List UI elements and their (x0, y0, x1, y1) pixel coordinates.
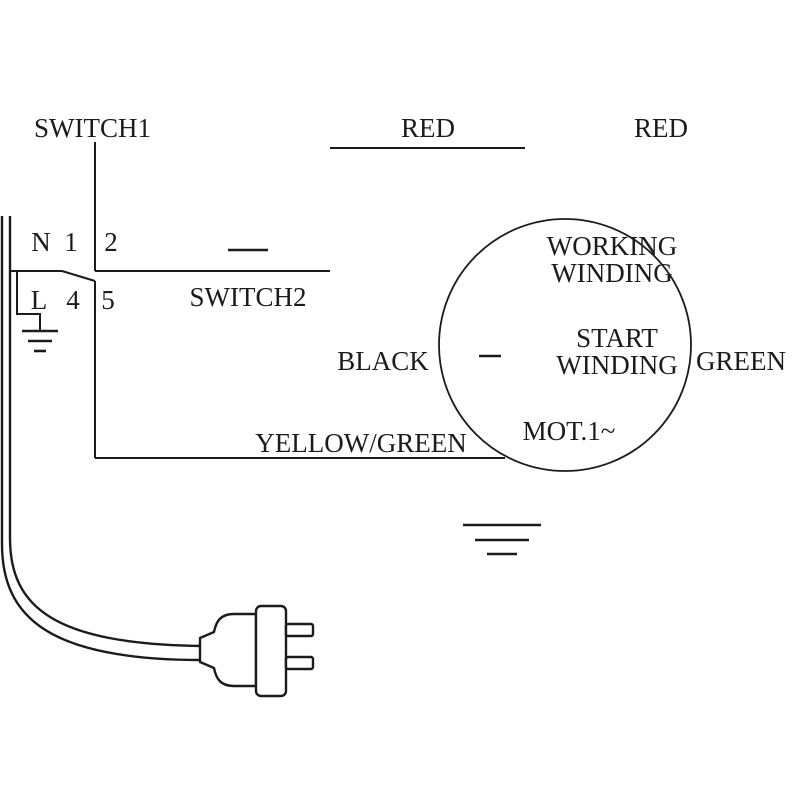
plug-face (254, 604, 288, 698)
label-terminal-2: 2 (104, 227, 118, 257)
mains-plug (198, 604, 315, 698)
label-motor: MOT.1~ (523, 416, 616, 446)
switch-blade (61, 270, 96, 282)
plug-body (198, 612, 258, 688)
motor-circle (438, 218, 692, 472)
label-red-top: RED (401, 113, 455, 143)
label-start-winding-line1: START (576, 323, 658, 353)
label-black: BLACK (337, 346, 429, 376)
ground-symbol-right (463, 523, 541, 556)
ground-left-stem (16, 271, 41, 330)
label-terminal-1: 1 (64, 227, 78, 257)
label-working-winding-line1: WORKING (547, 231, 677, 261)
label-green: GREEN (696, 346, 786, 376)
label-terminal-5: 5 (101, 285, 115, 315)
label-working-winding-line2: WINDING (551, 258, 672, 288)
label-red-right: RED (634, 113, 688, 143)
label-terminal-4: 4 (66, 285, 80, 315)
cord-wire-inner (8, 216, 203, 648)
label-start-winding-line2: WINDING (556, 350, 677, 380)
label-terminal-l: L (31, 285, 48, 315)
plug-pin-bottom (284, 655, 315, 671)
ground-symbol-left (16, 271, 58, 353)
cord-wire-outer (0, 216, 203, 662)
plug-pin-top (284, 622, 315, 638)
label-terminal-n: N (31, 227, 51, 257)
label-switch2: SWITCH2 (190, 282, 307, 312)
label-yellow-green: YELLOW/GREEN (255, 428, 466, 458)
label-switch1: SWITCH1 (34, 113, 151, 143)
